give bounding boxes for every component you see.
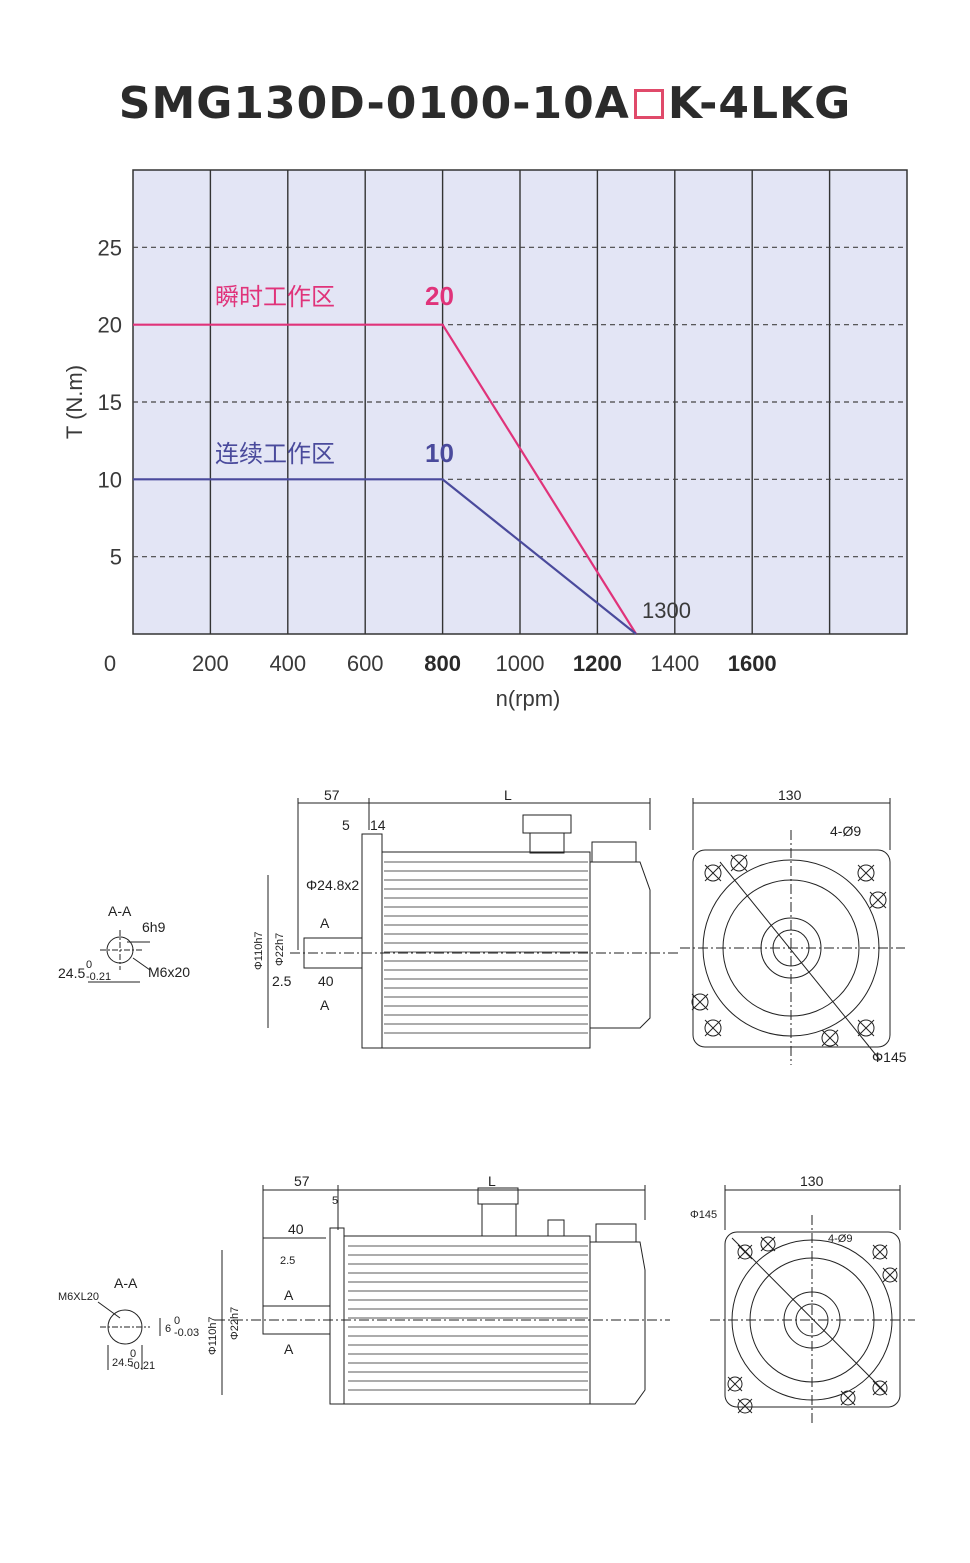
x-tick-label: 1200 [573, 651, 622, 676]
x-tick-label: 1000 [496, 651, 545, 676]
thread-label: M6XL20 [58, 1291, 99, 1303]
x-tick-label: 600 [347, 651, 384, 676]
section-a-a-1: A-A 6h9 M6x20 24.5 0 -0.21 [58, 903, 190, 983]
dim-2-5: 2.5 [272, 973, 292, 989]
dim-57: 57 [294, 1173, 310, 1189]
section-a-a-2: A-A M6XL20 6 0 -0.03 24.5 0 -0.21 [58, 1275, 199, 1372]
key-height-tol-upper: 0 [130, 1348, 136, 1360]
end-view-2: 130 Φ145 4-Ø9 [690, 1173, 915, 1425]
y-tick-label: 10 [98, 467, 122, 492]
dim-2-5: 2.5 [280, 1255, 295, 1267]
series-1-label: 瞬时工作区 [215, 283, 335, 311]
key-height-tol-upper: 0 [86, 959, 92, 971]
dim-40: 40 [288, 1221, 304, 1237]
key-width-label: 6 [165, 1323, 171, 1335]
key-width-tol-lower: -0.03 [174, 1327, 199, 1339]
key-height-tol-lower: -0.21 [130, 1360, 155, 1372]
pcd-label: Φ145 [690, 1209, 717, 1221]
x-tick-label: 1400 [650, 651, 699, 676]
thread-label: M6x20 [148, 964, 190, 980]
chart-title: SMG130D-0100-10A K-4LKG [0, 78, 970, 129]
y-tick-label: 25 [98, 235, 122, 260]
y-tick-label: 20 [98, 313, 122, 338]
dim-14: 14 [370, 817, 386, 833]
side-view-2: 57 L 5 40 2.5 Φ110h7 Φ22h7 A A [207, 1173, 670, 1405]
x-tick-label: 800 [424, 651, 461, 676]
holes-label: 4-Ø9 [828, 1233, 852, 1245]
dim-57: 57 [324, 787, 340, 803]
key-height-tol-lower: -0.21 [86, 971, 111, 983]
x-tick-label: 1600 [728, 651, 777, 676]
section-mark-top: A [320, 915, 330, 931]
keyway-label: 6h9 [142, 919, 166, 935]
x-tick-labels: 0 200 400 600 800 1000 1200 1400 1600 [104, 651, 777, 676]
section-mark-bottom: A [284, 1341, 294, 1357]
shaft-fit-label: Φ22h7 [229, 1307, 241, 1340]
x-tick-label: 200 [192, 651, 229, 676]
series-2-peak-label: 10 [425, 438, 454, 468]
motor-drawing-1: A-A 6h9 M6x20 24.5 0 -0.21 57 L 5 14 Φ24… [58, 787, 907, 1065]
y-tick-labels: 5 10 15 20 25 [98, 235, 122, 569]
series-lines [133, 323, 638, 635]
series-line-2 [133, 478, 637, 635]
flange-dia-label: Φ110h7 [207, 1316, 219, 1355]
section-mark-top: A [284, 1287, 294, 1303]
motor-drawing-2: A-A M6XL20 6 0 -0.03 24.5 0 -0.21 57 L 5… [58, 1173, 915, 1425]
key-height-label: 24.5 [112, 1357, 133, 1369]
title-suffix: K-4LKG [667, 78, 852, 129]
pcd-label: Φ145 [872, 1049, 907, 1065]
annotation-1300: 1300 [642, 598, 691, 623]
y-tick-label: 5 [110, 545, 122, 570]
y-tick-label: 15 [98, 390, 122, 415]
key-width-tol-upper: 0 [174, 1315, 180, 1327]
flange-dia-label: Φ110h7 [253, 931, 265, 970]
series-2-label: 连续工作区 [215, 440, 335, 468]
shaft-fit-label: Φ22h7 [274, 933, 286, 966]
end-width-label: 130 [778, 787, 802, 803]
dim-5: 5 [342, 817, 350, 833]
series-line-1 [133, 323, 638, 635]
y-axis-label: T (N.m) [62, 365, 87, 439]
x-tick-label: 400 [269, 651, 306, 676]
x-tick-label: 0 [104, 651, 116, 676]
dim-5: 5 [332, 1195, 338, 1207]
title-prefix: SMG130D-0100-10A [118, 78, 630, 129]
dim-l: L [504, 787, 512, 803]
option-box-icon [633, 88, 664, 119]
section-mark-bottom: A [320, 997, 330, 1013]
series-1-peak-label: 20 [425, 281, 454, 311]
key-height-label: 24.5 [58, 965, 85, 981]
dim-40: 40 [318, 973, 334, 989]
x-axis-label: n(rpm) [496, 686, 561, 711]
end-view-1: 130 4-Ø9 Φ145 [680, 787, 907, 1065]
section-label: A-A [108, 903, 132, 919]
shaft-dia-label: Φ24.8x2 [306, 877, 359, 893]
side-view-1: 57 L 5 14 Φ24.8x2 Φ110h7 Φ22h7 2.5 40 A … [253, 787, 680, 1049]
holes-label: 4-Ø9 [830, 823, 861, 839]
end-width-label: 130 [800, 1173, 824, 1189]
section-label: A-A [114, 1275, 138, 1291]
dim-l: L [488, 1173, 496, 1189]
